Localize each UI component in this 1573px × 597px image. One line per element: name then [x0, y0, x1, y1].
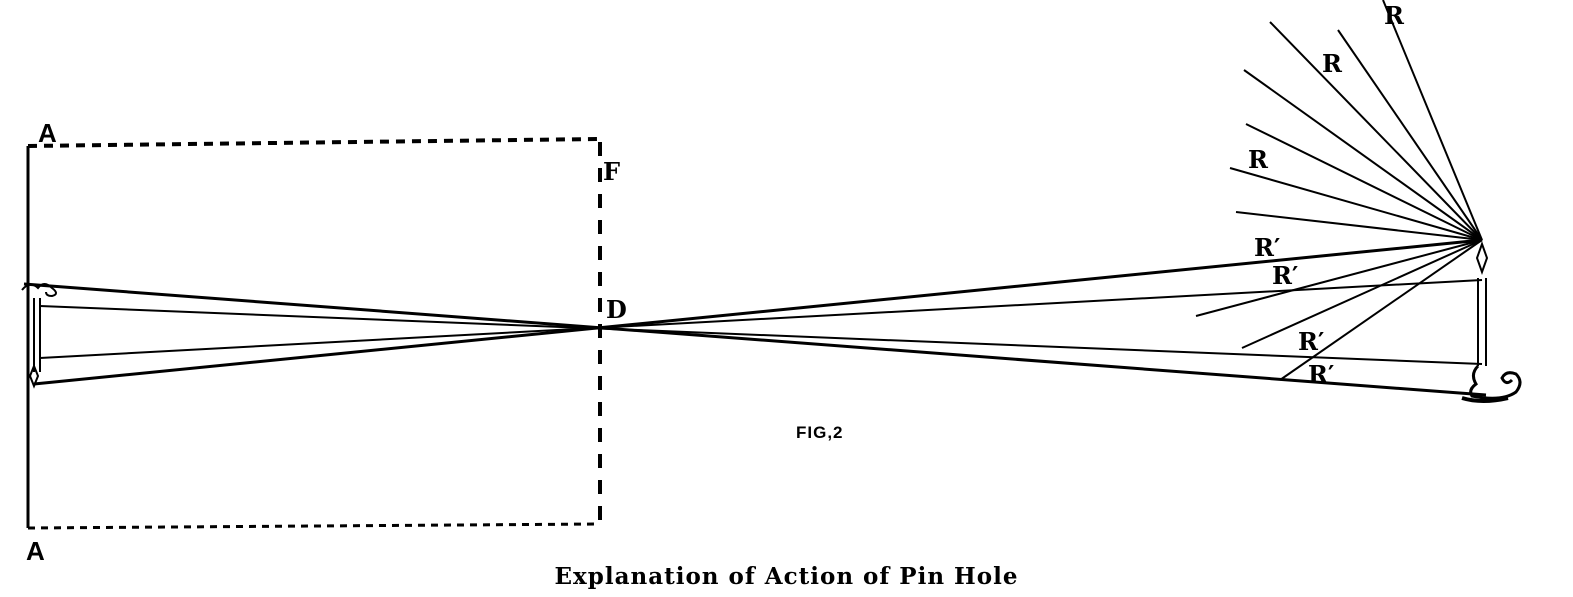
camera-box [26, 137, 602, 530]
label-a-bottom: A [26, 536, 45, 566]
figure-number: FIG,2 [796, 423, 844, 442]
label-r-left: R [1248, 145, 1269, 174]
figure-caption: Explanation of Action of Pin Hole [554, 563, 1019, 590]
label-f: F [603, 157, 620, 186]
label-r-prime-4: R′ [1308, 360, 1334, 389]
candle [1461, 241, 1522, 403]
label-a-top: A [38, 118, 57, 148]
ray-2 [39, 305, 1483, 365]
ray-3 [39, 279, 1483, 359]
label-r-prime-1: R′ [1254, 233, 1280, 262]
rays-through-pinhole [23, 238, 1487, 397]
candle-holder [1469, 364, 1522, 400]
label-r-top: R [1384, 1, 1405, 30]
label-r-mid: R [1322, 49, 1343, 78]
label-r-prime-2: R′ [1272, 261, 1298, 290]
box-top-edge [27, 137, 599, 148]
ray-fan [1195, 0, 1483, 381]
label-d: D [606, 295, 627, 324]
ray-1 [23, 282, 1487, 397]
label-r-prime-3: R′ [1298, 327, 1324, 356]
ray-4 [33, 238, 1483, 386]
candle-flame [1475, 241, 1489, 275]
box-bottom-edge [27, 522, 601, 530]
